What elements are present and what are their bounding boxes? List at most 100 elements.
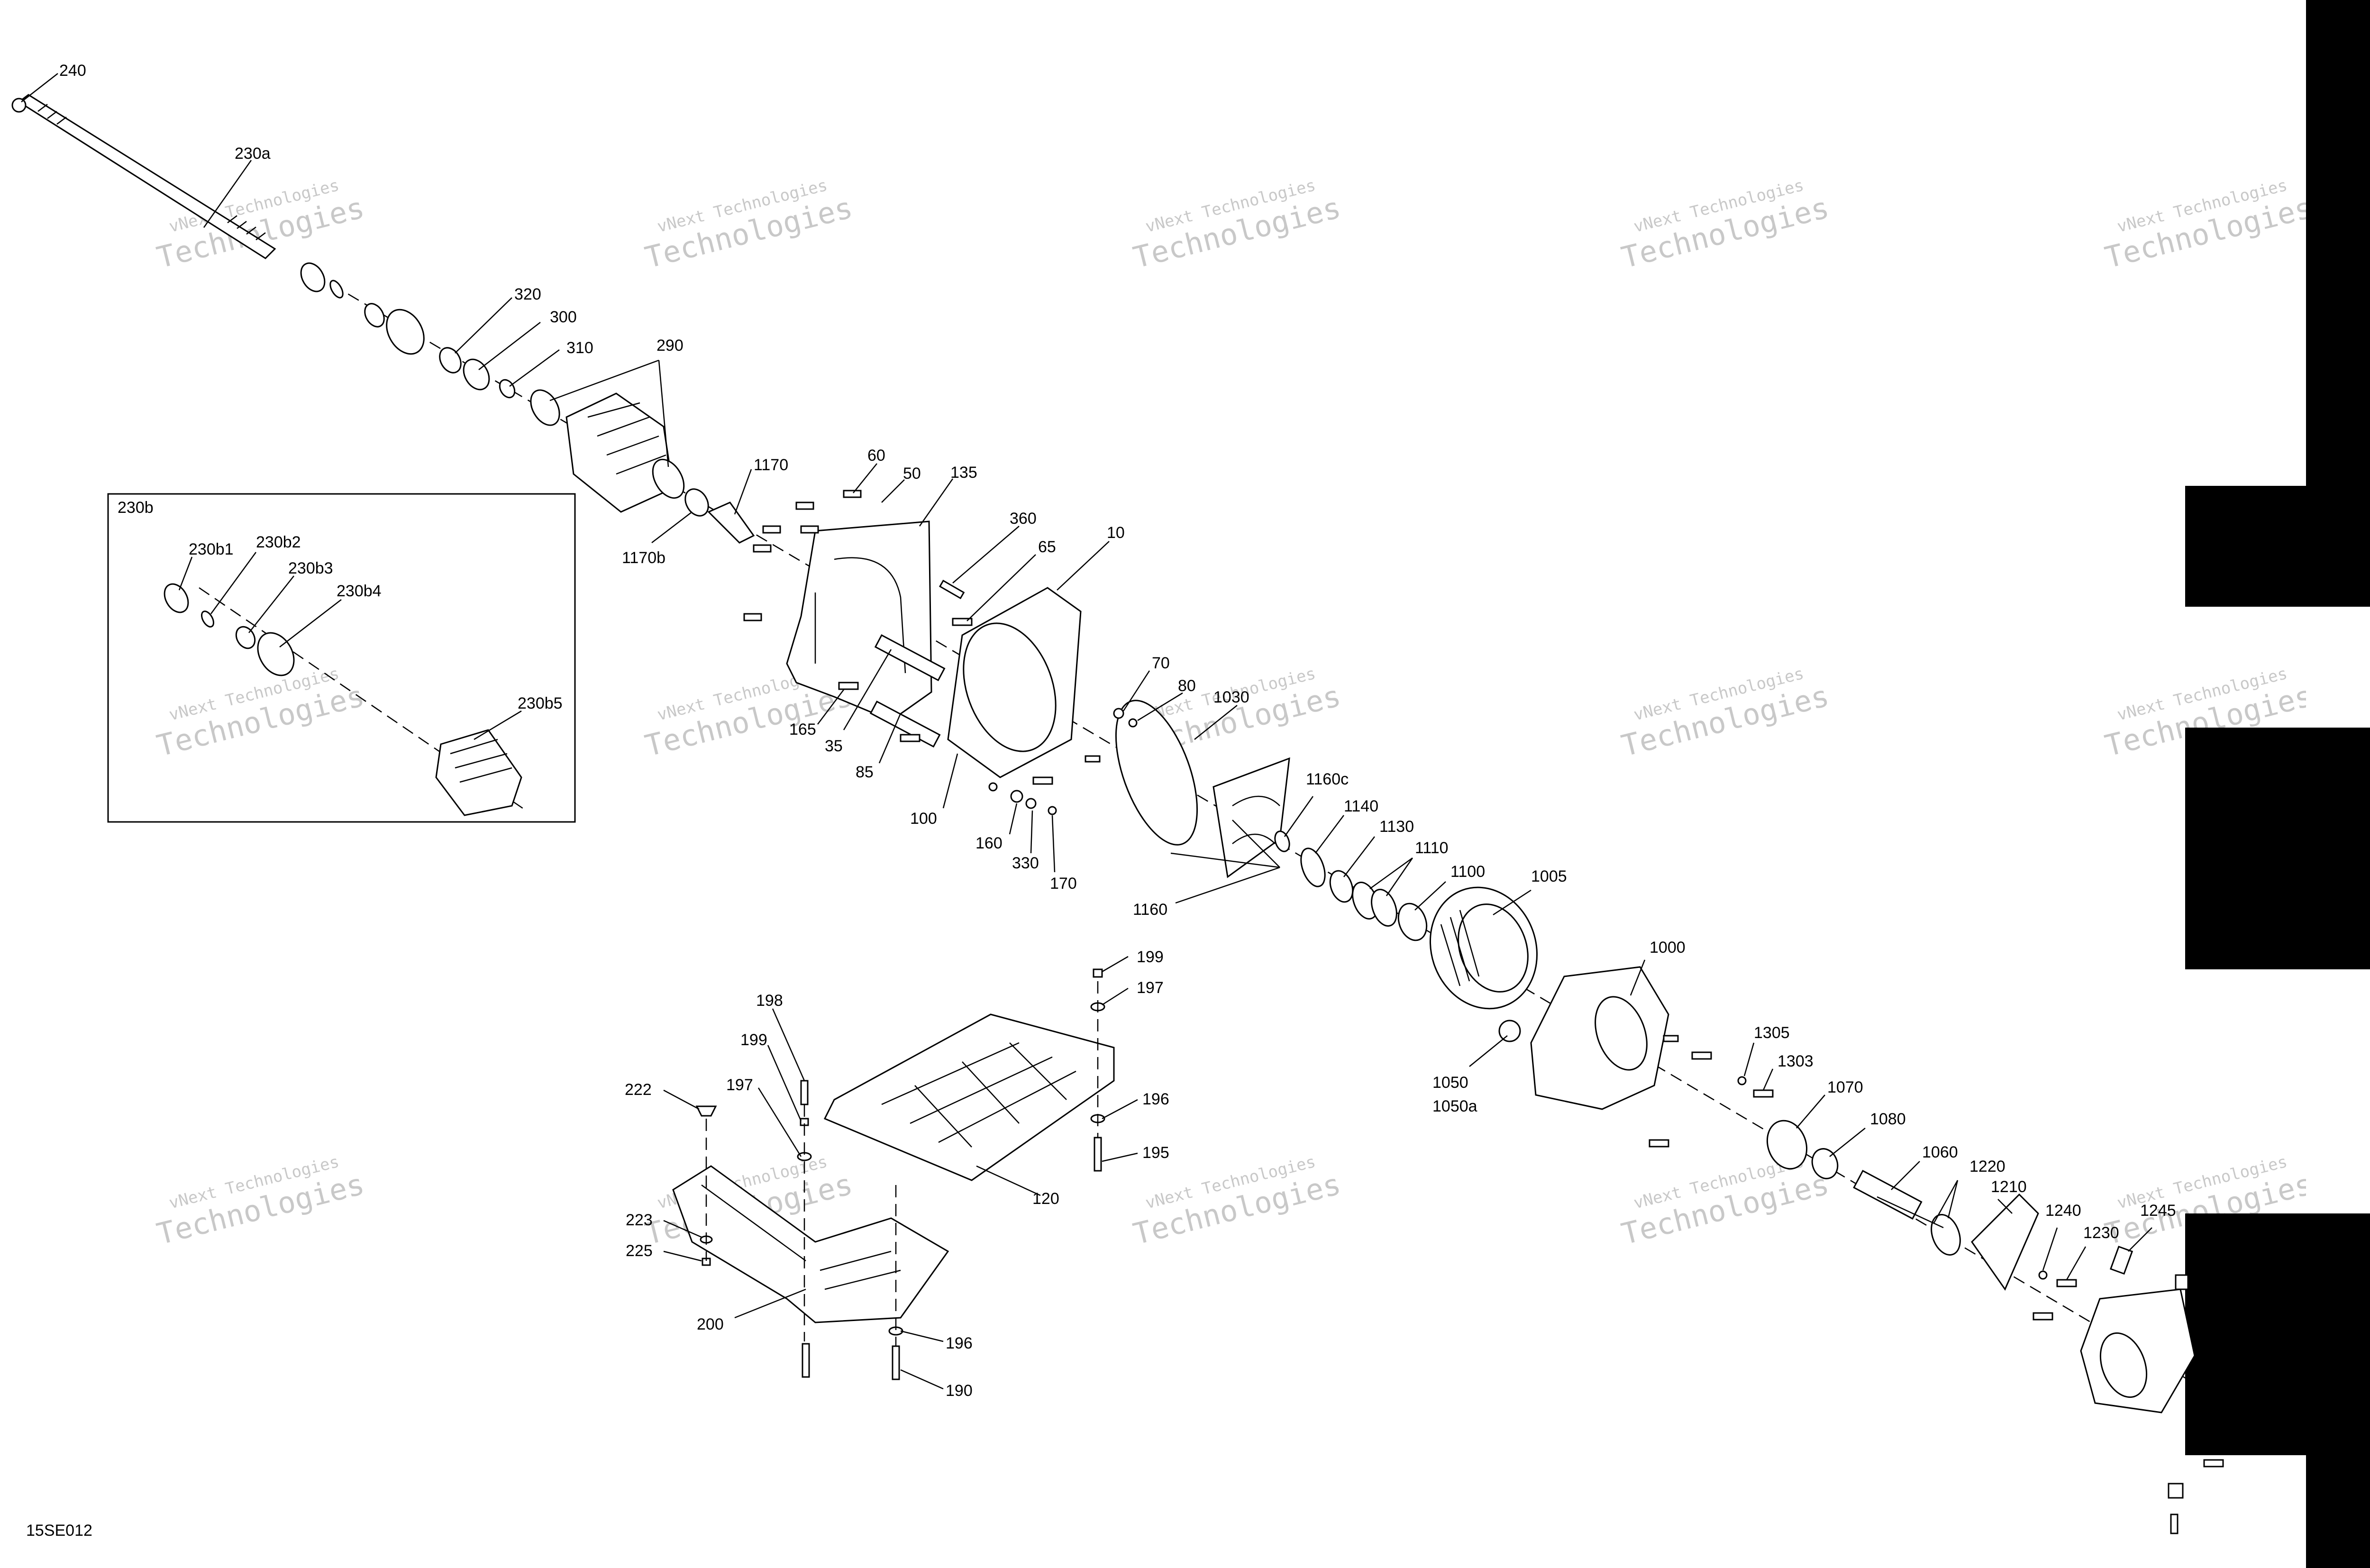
screw bbox=[762, 525, 781, 534]
part-1100 bbox=[1397, 903, 1428, 941]
impeller-body bbox=[1212, 757, 1290, 878]
shaft-1060 bbox=[1853, 1169, 1923, 1220]
leader-1210 bbox=[1997, 1199, 2013, 1214]
impeller-shaft-parts bbox=[1766, 1120, 2039, 1291]
label-300: 300 bbox=[550, 308, 577, 326]
leader-1240 bbox=[2042, 1227, 2058, 1271]
leader-1170b bbox=[651, 511, 693, 543]
washer-160 bbox=[1010, 790, 1023, 803]
label-1300: 1300 bbox=[2270, 1295, 2306, 1313]
label-1305: 1305 bbox=[1754, 1024, 1790, 1042]
label-1220: 1220 bbox=[1969, 1158, 2005, 1176]
label-1245: 1245 bbox=[2140, 1202, 2176, 1220]
leader-70 bbox=[1122, 670, 1150, 711]
part-labels: 240 230a 320 300 310 290 1170 1170b 60 5… bbox=[59, 62, 2306, 1400]
label-240: 240 bbox=[59, 62, 86, 80]
screw bbox=[2033, 1312, 2053, 1321]
leader-1070 bbox=[1796, 1094, 1825, 1129]
wear-ring-inner bbox=[1458, 903, 1529, 993]
label-222: 222 bbox=[625, 1081, 652, 1099]
label-70: 70 bbox=[1152, 654, 1170, 672]
edge-block bbox=[2185, 1213, 2308, 1455]
label-1210: 1210 bbox=[1991, 1178, 2027, 1196]
ride-plate-body bbox=[823, 1013, 1115, 1181]
screw bbox=[795, 501, 814, 510]
leader-135 bbox=[919, 478, 954, 527]
wear-ring-grooves bbox=[1440, 910, 1480, 986]
drive-shaft bbox=[11, 94, 276, 259]
leader-120 bbox=[976, 1165, 1041, 1196]
leader-80 bbox=[1137, 692, 1183, 721]
leader-1060 bbox=[1891, 1161, 1920, 1190]
leader-60 bbox=[853, 463, 877, 493]
part-1130 bbox=[1329, 870, 1354, 903]
leader-199 bbox=[1102, 956, 1129, 973]
clip bbox=[329, 280, 344, 299]
label-1140: 1140 bbox=[1344, 797, 1378, 815]
leader-85 bbox=[878, 713, 902, 764]
leader-1220 bbox=[1933, 1180, 1959, 1223]
venturi-1300 bbox=[2080, 1288, 2196, 1413]
leader-197b bbox=[757, 1087, 802, 1157]
part-230b3 bbox=[235, 626, 256, 649]
leader-1130 bbox=[1343, 836, 1375, 877]
seal-1080 bbox=[1811, 1148, 1839, 1179]
leader-300 bbox=[478, 322, 541, 370]
label-165: 165 bbox=[789, 720, 816, 738]
bolt bbox=[802, 1343, 810, 1378]
part-300 bbox=[463, 358, 490, 391]
label-135: 135 bbox=[950, 464, 977, 482]
stud-85 bbox=[869, 700, 941, 748]
edge-gap bbox=[2306, 607, 2370, 728]
label-230b3: 230b3 bbox=[288, 559, 333, 577]
ride-plate-ribs bbox=[881, 1042, 1076, 1148]
label-225: 225 bbox=[626, 1242, 653, 1260]
leader-1250 bbox=[2187, 1286, 2224, 1309]
boot-ribs bbox=[450, 738, 512, 783]
leader-1303 bbox=[1762, 1068, 1774, 1091]
screw-170 bbox=[1032, 776, 1053, 785]
pin-360 bbox=[939, 579, 965, 600]
impeller-1160 bbox=[1212, 757, 1290, 878]
leader-190 bbox=[900, 1369, 944, 1390]
housing-bore bbox=[963, 622, 1057, 752]
cone-1210 bbox=[1971, 1193, 2039, 1291]
inset-frame bbox=[107, 493, 576, 823]
label-197: 197 bbox=[1137, 979, 1164, 997]
part-230b5 bbox=[435, 729, 522, 816]
stud-198 bbox=[800, 1080, 809, 1105]
leader-1160c bbox=[1284, 796, 1314, 837]
label-1303: 1303 bbox=[1778, 1052, 1814, 1070]
mounting-plate bbox=[786, 520, 932, 721]
edge-block bbox=[2185, 728, 2308, 969]
bracket-ribs bbox=[701, 1184, 901, 1290]
leader-310 bbox=[509, 349, 560, 387]
bearing-1070 bbox=[1766, 1120, 1808, 1170]
leader-100 bbox=[942, 753, 958, 809]
label-80: 80 bbox=[1178, 677, 1196, 695]
nut-170 bbox=[1048, 806, 1057, 815]
plug-1050 bbox=[1498, 1020, 1521, 1042]
leader-240 bbox=[21, 73, 58, 102]
leader-230b2 bbox=[210, 552, 257, 614]
label-170: 170 bbox=[1050, 875, 1077, 893]
part-1160c bbox=[1274, 830, 1290, 852]
leader-330 bbox=[1030, 810, 1033, 854]
label-320: 320 bbox=[514, 285, 541, 303]
o-ring-80 bbox=[1115, 700, 1198, 846]
adapter-plate-135 bbox=[786, 520, 932, 721]
screw bbox=[800, 525, 819, 534]
bearing-stack bbox=[1274, 830, 1428, 941]
leader-1110 bbox=[1369, 857, 1413, 896]
diagram-code: 15SE012 bbox=[26, 1522, 92, 1540]
leader-230a bbox=[203, 160, 252, 228]
boot-ribs bbox=[587, 402, 666, 475]
inset-title: 230b bbox=[118, 499, 154, 517]
wear-ring-1005 bbox=[1429, 886, 1538, 1010]
ride-plate-120 bbox=[823, 1013, 1115, 1181]
plate-inner-edge bbox=[814, 557, 906, 674]
leader-35 bbox=[843, 649, 892, 730]
screw-1303 bbox=[1753, 1089, 1774, 1098]
screw-1305 bbox=[1691, 1051, 1712, 1060]
